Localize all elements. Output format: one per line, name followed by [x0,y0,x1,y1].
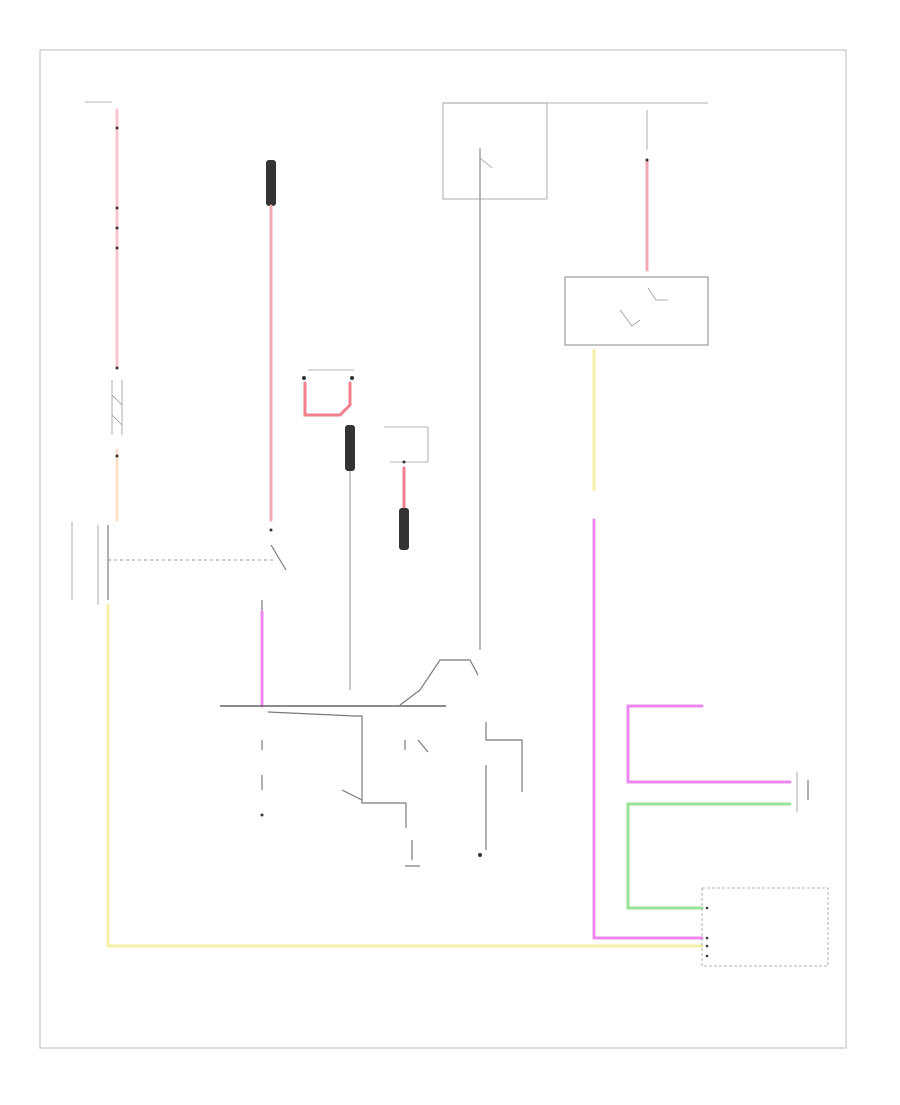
right-fuse-circuit [564,110,709,940]
connector-block-3 [399,508,409,550]
center-pink-circuit [260,160,287,708]
small-connector-circuit [384,426,429,550]
left-fuse-circuit [71,101,275,605]
right-loops [626,704,829,967]
diagram-border [39,49,847,1049]
ground-switch-section [220,659,523,867]
relay-box [564,276,709,346]
pcm-box [701,887,829,967]
yellow-wire-bottom [106,603,704,948]
red-fork-wire [303,381,352,417]
connector-block-1 [266,160,276,206]
magenta-loop-wire [626,704,792,784]
green-loop-wire [626,802,792,910]
top-center-module [442,102,708,650]
red-fork-circuit [302,369,355,690]
connector-block-2 [345,425,355,471]
